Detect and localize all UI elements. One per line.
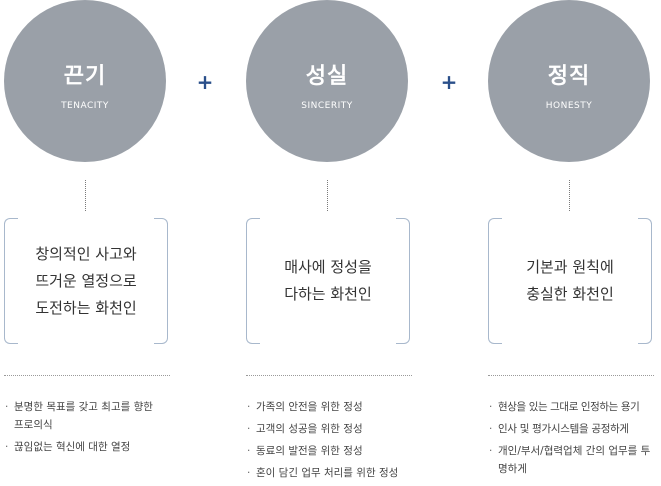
plus-icon: + (440, 70, 458, 94)
value-column-honesty: 정직 HONESTY 기본과 원칙에 충실한 화천인 현상을 있는 그대로 인정… (488, 0, 656, 480)
right-bracket (154, 218, 168, 344)
value-circle: 성실 SINCERITY (246, 0, 408, 162)
right-bracket (638, 218, 652, 344)
list-item: 혼이 담긴 업무 처리를 위한 정성 (246, 464, 414, 482)
motto-line: 기본과 원칙에 (526, 258, 614, 276)
motto-box: 창의적인 사고와 뜨거운 열정으로 도전하는 화천인 (4, 218, 168, 344)
dotted-divider (246, 375, 412, 376)
value-title: 정직 (547, 64, 591, 89)
list-item: 가족의 안전을 위한 정성 (246, 398, 414, 416)
motto-text: 매사에 정성을 다하는 화천인 (260, 218, 396, 344)
motto-box: 기본과 원칙에 충실한 화천인 (488, 218, 652, 344)
list-item: 인사 및 평가시스템을 공정하게 (488, 420, 656, 438)
value-title: 끈기 (63, 64, 107, 89)
motto-text: 창의적인 사고와 뜨거운 열정으로 도전하는 화천인 (18, 218, 154, 344)
motto-line: 다하는 화천인 (284, 285, 372, 303)
motto-line: 충실한 화천인 (526, 285, 614, 303)
value-subtitle: SINCERITY (301, 101, 353, 111)
value-subtitle: HONESTY (545, 101, 593, 111)
points-list: 현상을 있는 그대로 인정하는 용기 인사 및 평가시스템을 공정하게 개인/부… (488, 398, 656, 482)
list-item: 동료의 발전을 위한 정성 (246, 442, 414, 460)
value-column-tenacity: 끈기 TENACITY 창의적인 사고와 뜨거운 열정으로 도전하는 화천인 분… (4, 0, 172, 480)
list-item: 고객의 성공을 위한 정성 (246, 420, 414, 438)
motto-box: 매사에 정성을 다하는 화천인 (246, 218, 410, 344)
dotted-divider (4, 375, 170, 376)
list-item: 분명한 목표를 갖고 최고를 향한 프로의식 (4, 398, 159, 434)
motto-line: 창의적인 사고와 (35, 244, 137, 263)
value-circle: 끈기 TENACITY (4, 0, 166, 162)
dotted-divider (488, 375, 654, 376)
dotted-connector (327, 180, 328, 211)
points-list: 분명한 목표를 갖고 최고를 향한 프로의식 끊임없는 혁신에 대한 열정 (4, 398, 172, 460)
value-subtitle: TENACITY (61, 101, 109, 111)
plus-icon: + (196, 70, 214, 94)
motto-line: 도전하는 화천인 (35, 298, 137, 317)
value-circle: 정직 HONESTY (488, 0, 650, 162)
motto-line: 매사에 정성을 (284, 258, 372, 276)
motto-text: 기본과 원칙에 충실한 화천인 (502, 218, 638, 344)
left-bracket (246, 218, 260, 344)
value-column-sincerity: 성실 SINCERITY 매사에 정성을 다하는 화천인 가족의 안전을 위한 … (246, 0, 414, 482)
dotted-connector (569, 180, 570, 211)
list-item: 끊임없는 혁신에 대한 열정 (4, 438, 172, 456)
list-item: 현상을 있는 그대로 인정하는 용기 (488, 398, 656, 416)
left-bracket (4, 218, 18, 344)
motto-line: 뜨거운 열정으로 (35, 271, 137, 290)
value-title: 성실 (305, 64, 349, 89)
points-list: 가족의 안전을 위한 정성 고객의 성공을 위한 정성 동료의 발전을 위한 정… (246, 398, 414, 486)
list-item: 개인/부서/협력업체 간의 업무를 투명하게 (488, 442, 658, 478)
right-bracket (396, 218, 410, 344)
left-bracket (488, 218, 502, 344)
dotted-connector (85, 180, 86, 211)
